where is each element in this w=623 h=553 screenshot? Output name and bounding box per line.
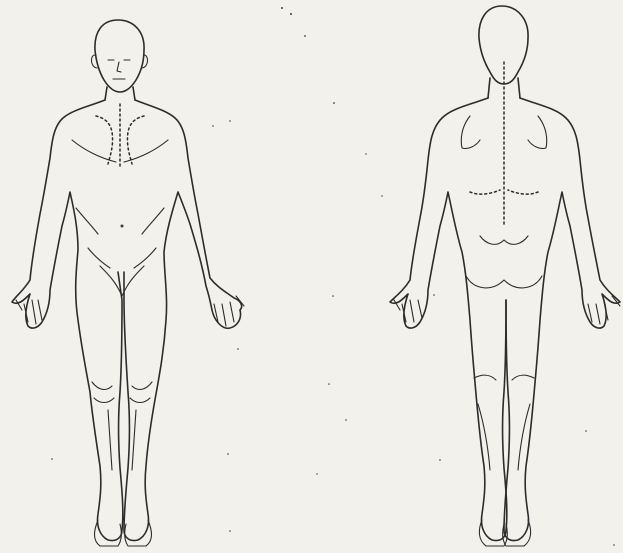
- front-left-shin: [108, 410, 112, 470]
- front-navel: [121, 225, 124, 228]
- front-head: [95, 20, 144, 92]
- back-lower-left-mark: [470, 190, 500, 194]
- back-gluteal-fold: [466, 276, 542, 288]
- front-groin: [100, 266, 144, 296]
- back-body-figure: [390, 6, 620, 546]
- scan-noise: [51, 7, 615, 546]
- back-left-knee: [474, 375, 496, 380]
- front-waist-right: [142, 208, 164, 234]
- front-right-foot: [125, 520, 152, 546]
- front-chest-right-mark: [127, 116, 144, 164]
- back-right-scapula: [528, 116, 547, 149]
- front-left-outline: [12, 100, 123, 541]
- front-nose: [117, 62, 121, 72]
- back-left-outline: [390, 98, 507, 541]
- back-neck-left: [488, 78, 490, 98]
- front-right-shin: [132, 410, 136, 470]
- front-left-foot: [95, 520, 122, 546]
- back-neck-right: [518, 78, 520, 98]
- front-left-knee: [92, 382, 114, 403]
- front-neck-left: [105, 87, 107, 100]
- front-waist-left: [76, 208, 98, 234]
- front-body-figure: [12, 20, 244, 546]
- back-right-knee: [512, 375, 534, 380]
- back-right-calf: [518, 404, 530, 470]
- back-left-hand: [394, 300, 422, 322]
- back-right-outline: [504, 98, 620, 541]
- back-left-scapula: [461, 116, 480, 149]
- front-right-outline: [124, 100, 242, 541]
- front-neck-right: [133, 87, 135, 100]
- back-buttocks: [480, 236, 528, 244]
- front-right-knee: [130, 382, 152, 403]
- front-hip-line: [88, 248, 156, 268]
- front-chest-left-mark: [96, 116, 113, 164]
- back-lower-right-mark: [508, 190, 538, 194]
- front-left-hand: [16, 300, 42, 324]
